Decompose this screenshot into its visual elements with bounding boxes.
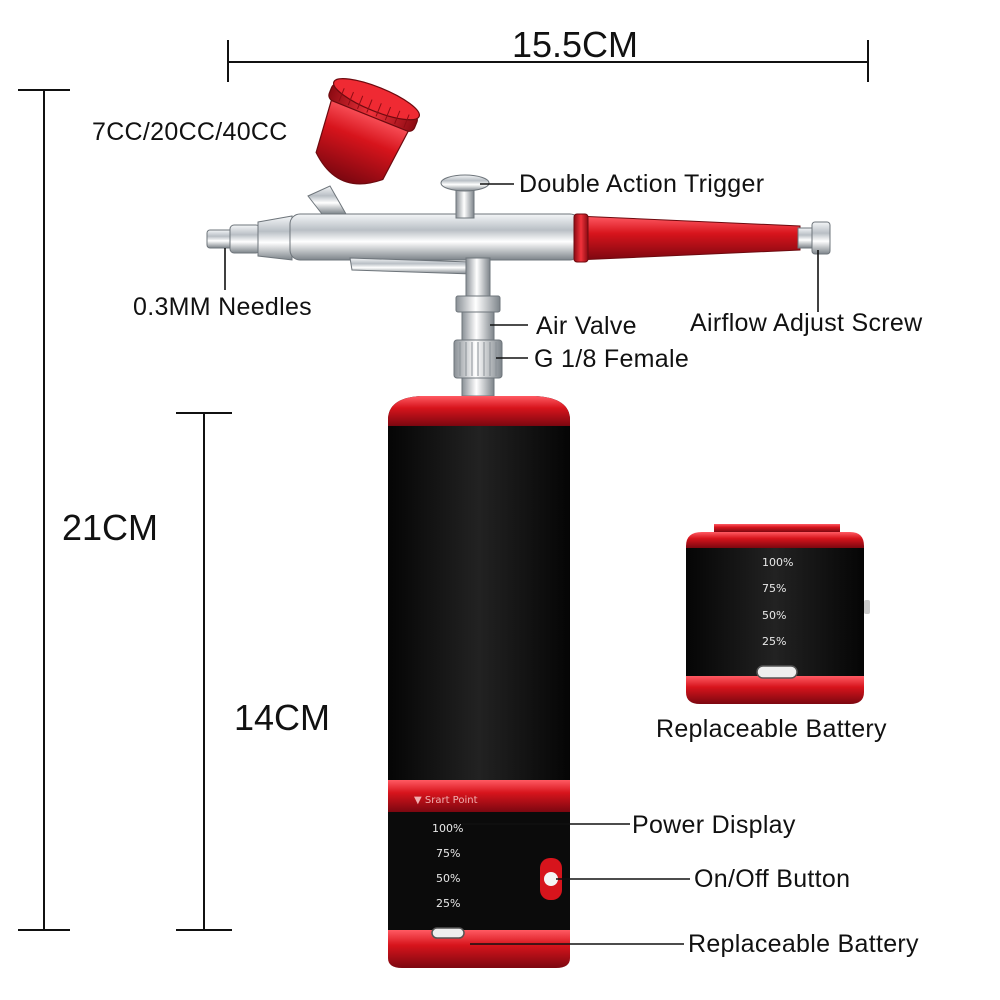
dimension-height-body-label: 14CM	[234, 697, 330, 738]
battery-pack: 100% 75% 50% 25%	[686, 524, 870, 704]
dimension-height-total	[18, 89, 70, 931]
dimension-height-body	[176, 412, 232, 931]
device-level-50: 50%	[436, 872, 460, 885]
airbrush-gun	[206, 78, 831, 397]
callout-air-valve: Air Valve	[536, 312, 637, 340]
battery-level-75: 75%	[762, 582, 786, 595]
compressor-body: ▼ Srart Point 100% 75% 50% 25%	[388, 396, 570, 968]
power-icon	[544, 872, 558, 886]
device-level-100: 100%	[432, 822, 463, 835]
usb-c-port-icon	[431, 927, 465, 939]
battery-usb-c-port-icon	[756, 665, 798, 679]
callout-airflow-adjust-screw: Airflow Adjust Screw	[690, 309, 923, 337]
callout-battery-pack: Replaceable Battery	[656, 715, 887, 743]
leader-lines	[224, 183, 819, 945]
callout-double-action-trigger: Double Action Trigger	[519, 170, 764, 198]
device-level-75: 75%	[436, 847, 460, 860]
callout-power-display: Power Display	[632, 811, 796, 839]
battery-level-100: 100%	[762, 556, 793, 569]
callout-g18-female: G 1/8 Female	[534, 345, 689, 373]
dimension-width-label: 15.5CM	[512, 24, 638, 65]
callout-needle-size: 0.3MM Needles	[133, 293, 312, 321]
callout-replaceable-battery: Replaceable Battery	[688, 930, 919, 958]
start-point-label: ▼ Srart Point	[414, 795, 478, 806]
callout-on-off-button: On/Off Button	[694, 865, 850, 893]
battery-level-25: 25%	[762, 635, 786, 648]
dimension-height-total-label: 21CM	[62, 507, 158, 548]
dimension-width	[227, 40, 869, 82]
battery-level-50: 50%	[762, 609, 786, 622]
callout-cup-capacity: 7CC/20CC/40CC	[92, 118, 288, 146]
device-level-25: 25%	[436, 897, 460, 910]
